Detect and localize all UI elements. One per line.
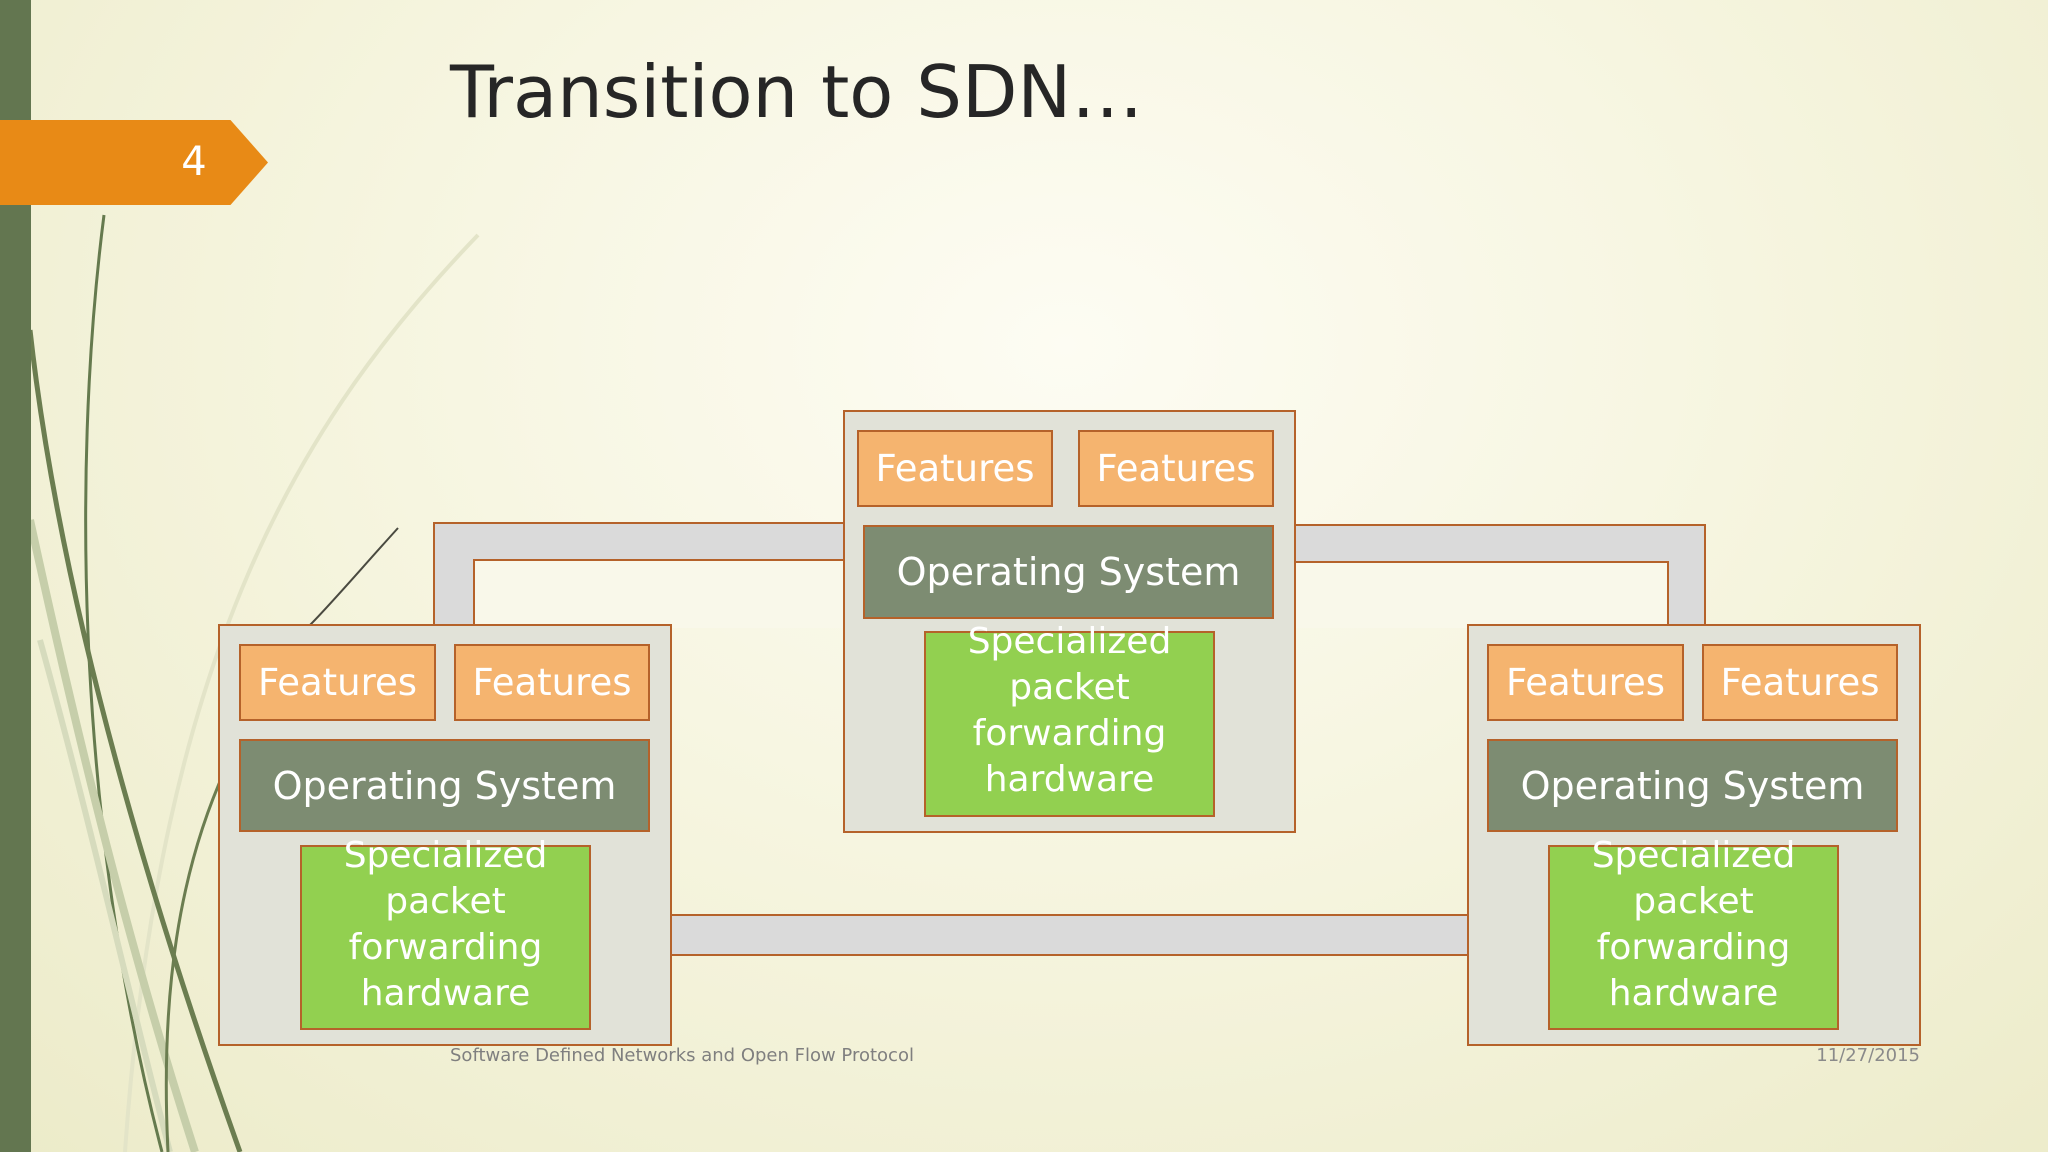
features-box: Features [857, 430, 1053, 507]
operating-system-box: Operating System [239, 739, 650, 832]
slide-title: Transition to SDN… [450, 50, 1144, 134]
operating-system-box: Operating System [1487, 739, 1898, 832]
features-box: Features [1487, 644, 1684, 721]
hardware-box: Specialized packet forwarding hardware [1548, 835, 1839, 1030]
link-left-right [668, 914, 1472, 956]
slide-number-badge: 4 [0, 120, 268, 205]
features-box: Features [239, 644, 436, 721]
link-center-right-inner [1293, 561, 1669, 628]
operating-system-box: Operating System [863, 525, 1274, 619]
hardware-label: Specialized packet forwarding hardware [1591, 835, 1796, 1014]
hardware-label: Specialized packet forwarding hardware [967, 621, 1172, 800]
hardware-box: Specialized packet forwarding hardware [300, 835, 591, 1030]
slide-number: 4 [181, 139, 207, 185]
footer-date: 11/27/2015 [1816, 1045, 1920, 1066]
hardware-box: Specialized packet forwarding hardware [924, 621, 1215, 817]
hardware-label: Specialized packet forwarding hardware [343, 835, 548, 1014]
features-box: Features [1078, 430, 1274, 507]
footer-text: Software Defined Networks and Open Flow … [450, 1045, 914, 1066]
features-box: Features [454, 644, 650, 721]
link-left-center-inner [473, 559, 846, 628]
features-box: Features [1702, 644, 1898, 721]
